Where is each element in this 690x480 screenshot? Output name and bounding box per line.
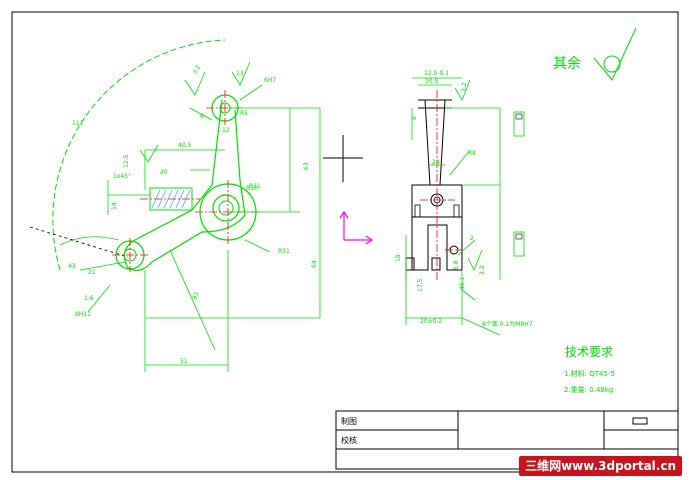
dimension-lines bbox=[79, 84, 321, 372]
dim-46: 46.1 bbox=[459, 276, 466, 290]
dim-83: 83 bbox=[191, 291, 200, 301]
side-view: 12.5-0.1 10.5 3.2 8 R8 24 18 2 3.2 46.1 … bbox=[395, 70, 533, 336]
dim-3-2-side: 3.2 bbox=[461, 82, 468, 92]
dim-1-6: 1.6 bbox=[84, 295, 94, 302]
lever-outline bbox=[123, 99, 246, 272]
dim-2: 2 bbox=[470, 235, 474, 242]
dim-64: 64 bbox=[311, 260, 318, 268]
dim-12: 12 bbox=[222, 127, 230, 134]
dim-3-2-side2: 3.2 bbox=[479, 265, 486, 275]
tol-box-2 bbox=[513, 231, 525, 257]
title-block bbox=[335, 410, 679, 470]
dim-1x45: 1x45° bbox=[113, 173, 131, 180]
arc-43 bbox=[59, 236, 119, 246]
tol-box-1-inner bbox=[515, 113, 523, 120]
side-notch-right bbox=[453, 204, 460, 218]
dim-6h7: 6H7 bbox=[264, 77, 276, 84]
general-roughness-symbol-icon bbox=[593, 27, 637, 81]
dim-8-side: 8 bbox=[411, 116, 418, 120]
tech-req-item1: 1.材料: QT45-5 bbox=[564, 369, 615, 378]
side-notch-left bbox=[414, 204, 421, 218]
side-top-arm bbox=[424, 99, 446, 186]
ucs-arrow-icon bbox=[339, 210, 374, 245]
dim-10-5: 10.5 bbox=[425, 78, 439, 85]
roughness-marks bbox=[139, 61, 251, 163]
side-foot-left bbox=[405, 257, 415, 271]
title-checked-by: 校核 bbox=[341, 435, 357, 445]
note-bottom: 8个面.0.1为M8H7 bbox=[482, 320, 533, 328]
side-legs bbox=[411, 217, 463, 271]
title-drawn-by: 制图 bbox=[341, 416, 357, 426]
tol-box-1 bbox=[513, 111, 525, 137]
dim-r11: R11 bbox=[249, 183, 261, 190]
dim-6: 6 bbox=[200, 113, 204, 120]
front-dimension-labels: 40.5 20 12.5 1x45° 14 R10 R5 R11 111 43 … bbox=[68, 64, 318, 365]
side-dimension-lines bbox=[405, 77, 501, 336]
side-roughness-marks bbox=[454, 79, 483, 271]
tol-box-2-inner bbox=[515, 233, 523, 240]
mid-boss-inner bbox=[218, 200, 234, 216]
roughness-note: 其余 bbox=[553, 55, 581, 72]
dim-12-5: 12.5 bbox=[123, 154, 130, 168]
dim-43: 43 bbox=[68, 263, 76, 270]
front-view: 40.5 20 12.5 1x45° 14 R10 R5 R11 111 43 … bbox=[29, 39, 374, 372]
dim-24: 24 bbox=[432, 159, 440, 166]
dim-17-5: 17.5 bbox=[417, 278, 424, 292]
dim-r10: R10 bbox=[246, 185, 258, 192]
dim-r31: R31 bbox=[278, 248, 290, 255]
dim-r5: R5 bbox=[240, 110, 248, 117]
mid-boss-hole bbox=[212, 194, 240, 222]
dim-18: 18 bbox=[395, 254, 402, 262]
tech-req-item2: 2.重量: 0.48kg bbox=[564, 386, 613, 394]
dim-51: 51 bbox=[180, 358, 188, 365]
side-dimension-labels: 12.5-0.1 10.5 3.2 8 R8 24 18 2 3.2 46.1 … bbox=[395, 70, 533, 328]
side-foot-right bbox=[431, 257, 441, 271]
dim-13: 13 bbox=[236, 70, 244, 77]
dim-20-2: 20±0.2 bbox=[420, 318, 442, 325]
center-lines bbox=[112, 90, 262, 272]
dim-3-2: 3.2 bbox=[192, 64, 203, 76]
dim-21: 21 bbox=[88, 269, 96, 276]
drawing-border bbox=[11, 11, 679, 473]
construction-line bbox=[29, 226, 129, 258]
side-center-lines bbox=[420, 90, 463, 280]
dim-20: 20 bbox=[160, 169, 168, 176]
crosshair bbox=[323, 135, 363, 182]
arc-r111 bbox=[52, 39, 226, 271]
dim-63: 63 bbox=[303, 162, 310, 170]
dim-5-8: 5.8 bbox=[453, 260, 460, 270]
dim-8h7: 8H11 bbox=[75, 311, 91, 318]
dim-40-5: 40.5 bbox=[178, 142, 192, 149]
dim-r8: R8 bbox=[468, 150, 476, 157]
dim-12-5b: 12.5-0.1 bbox=[424, 70, 449, 77]
dim-14: 14 bbox=[111, 202, 118, 210]
watermark-badge: 三维网www.3dportal.cn bbox=[519, 456, 682, 476]
dim-111: 111 bbox=[72, 120, 84, 127]
tech-req-title: 技术要求 bbox=[565, 345, 613, 359]
